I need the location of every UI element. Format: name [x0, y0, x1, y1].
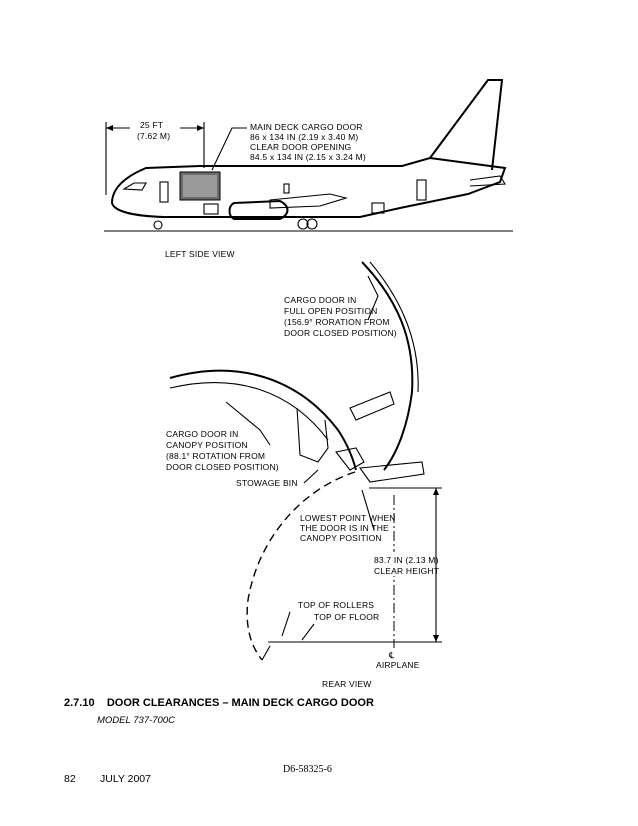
forward-door [159, 181, 169, 203]
clear-height-line1: 83.7 IN (2.13 M) [374, 555, 439, 565]
fuselage-contour [361, 261, 414, 471]
lowest-point-leader [361, 489, 375, 531]
main-gear [306, 218, 318, 230]
stowage-bin-label: STOWAGE BIN [236, 478, 298, 488]
floor-corner [261, 645, 271, 661]
door-clearance-diagram: 25 FT (7.62 M) MAIN DECK CARGO DOOR 86 x… [104, 79, 513, 689]
vertical-tail [429, 79, 504, 171]
canopy-line2: CANOPY POSITION [166, 440, 248, 450]
canopy-line1: CARGO DOOR IN [166, 429, 239, 439]
dim-m-label: (7.62 M) [137, 131, 170, 141]
figure-title: DOOR CLEARANCES – MAIN DECK CARGO DOOR [106, 697, 374, 709]
figure-model: MODEL 737-700C [97, 715, 175, 726]
figure-caption: 2.7.10 DOOR CLEARANCES – MAIN DECK CARGO… [64, 697, 374, 709]
floor-sill [358, 461, 425, 483]
lowest-point-line3: CANOPY POSITION [300, 533, 382, 543]
page-number: 82 [64, 773, 76, 785]
door-leader [211, 127, 247, 171]
full-open-line2: FULL OPEN POSITION [284, 306, 378, 316]
aft-cargo-hatch [371, 202, 385, 214]
cockpit-window [122, 182, 147, 191]
rollers-leader [281, 611, 291, 637]
overwing-exit [283, 183, 290, 194]
left-side-view-caption: LEFT SIDE VIEW [165, 249, 235, 259]
full-open-line1: CARGO DOOR IN [284, 295, 357, 305]
top-rollers-label: TOP OF ROLLERS [298, 600, 374, 610]
canopy-leader [225, 401, 271, 446]
page-date: JULY 2007 [100, 773, 151, 785]
forward-cargo-hatch [203, 203, 219, 215]
aft-door [416, 179, 427, 201]
full-open-leader [367, 275, 379, 321]
nose-gear [153, 220, 163, 230]
door-label-line1: MAIN DECK CARGO DOOR [250, 122, 363, 132]
door-label-line3: CLEAR DOOR OPENING [250, 142, 351, 152]
dim-ft-label: 25 FT [140, 120, 163, 130]
centerline-label: AIRPLANE [376, 660, 420, 670]
dim-label-bg [130, 121, 180, 143]
fuselage-inner [369, 261, 419, 393]
door-label-line2: 86 x 134 IN (2.19 x 3.40 M) [250, 132, 358, 142]
engine [228, 199, 289, 220]
canopy-line4: DOOR CLOSED POSITION) [166, 462, 279, 472]
main-gear [297, 218, 309, 230]
fuselage [110, 156, 507, 218]
door-hinge [335, 447, 365, 471]
doc-number: D6-58325-6 [283, 764, 332, 775]
cargo-door-hatch [183, 175, 217, 197]
horizontal-stabilizer [469, 175, 506, 187]
rear-view-caption: REAR VIEW [322, 679, 372, 689]
clear-height-label-bg [370, 552, 430, 576]
clear-height-line2: CLEAR HEIGHT [374, 566, 439, 576]
lowest-point-line1: LOWEST POINT WHEN [300, 513, 396, 523]
full-open-line4: DOOR CLOSED POSITION) [284, 328, 397, 338]
door-canopy-inner [169, 382, 329, 441]
stowage-bin-right [349, 391, 395, 421]
stowage-bin-leader [303, 469, 319, 484]
door-label-line4: 84.5 x 134 IN (2.15 x 3.24 M) [250, 152, 366, 162]
centerline-symbol: ℄ [388, 650, 395, 660]
fuselage-contour-dashed [246, 471, 356, 661]
full-open-line3: (156.9° RORATION FROM [284, 317, 390, 327]
canopy-line3: (88.1° ROTATION FROM [166, 451, 265, 461]
stowage-bin-left [296, 407, 329, 463]
lowest-point-line2: THE DOOR IS IN THE [300, 523, 389, 533]
door-canopy-position [169, 369, 357, 471]
top-floor-label: TOP OF FLOOR [314, 612, 379, 622]
wing [269, 193, 349, 209]
floor-leader [301, 623, 315, 641]
left-side-view: 25 FT (7.62 M) MAIN DECK CARGO DOOR 86 x… [104, 79, 513, 259]
figure-number: 2.7.10 [64, 697, 95, 709]
rear-view: CARGO DOOR IN FULL OPEN POSITION (156.9°… [166, 261, 442, 689]
